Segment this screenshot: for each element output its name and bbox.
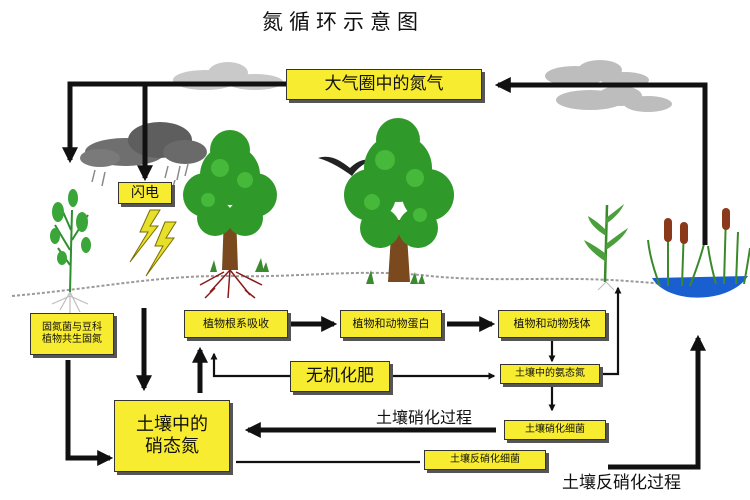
bird-icon bbox=[318, 156, 372, 176]
node-nitrogen-fixation-line1: 固氮菌与豆科 bbox=[42, 322, 102, 333]
node-soil-nitrate-line1: 土壤中的 bbox=[136, 414, 208, 436]
node-inorganic-fertilizer: 无机化肥 bbox=[290, 361, 390, 392]
node-nitrogen-fixation: 固氮菌与豆科 植物共生固氮 bbox=[30, 313, 114, 355]
label-denitrification-process: 土壤反硝化过程 bbox=[562, 473, 681, 493]
arrow-fertilizer-to-root bbox=[210, 352, 290, 378]
reed-plant-icon bbox=[647, 208, 750, 287]
node-soil-nitrate-line2: 硝态氮 bbox=[145, 436, 199, 457]
arrow-fixation-to-nitrate bbox=[65, 360, 114, 467]
ground-surface bbox=[11, 271, 669, 297]
arrow-ammonium-to-plant bbox=[600, 286, 622, 376]
node-lightning: 闪电 bbox=[118, 182, 172, 204]
node-atmospheric-nitrogen: 大气圈中的氮气 bbox=[286, 69, 482, 100]
cloud-icon bbox=[545, 60, 672, 112]
thin-arrows bbox=[210, 286, 622, 464]
plant-icon bbox=[584, 204, 628, 291]
diagram-title: 氮循环示意图 bbox=[262, 10, 424, 34]
tree-icon bbox=[183, 130, 277, 299]
arrow-denitrifying-to-wetland bbox=[608, 334, 707, 470]
node-nitrogen-fixation-line2: 植物共生固氮 bbox=[42, 334, 102, 345]
node-root-absorption: 植物根系吸收 bbox=[184, 310, 288, 338]
flow-arrows bbox=[61, 76, 708, 470]
node-plant-animal-protein: 植物和动物蛋白 bbox=[340, 310, 442, 338]
water-pond bbox=[652, 276, 748, 298]
node-nitrifying-bacteria: 土壤硝化细菌 bbox=[504, 420, 606, 440]
arrow-atmosphere-to-plant bbox=[61, 81, 286, 164]
tree-icon bbox=[344, 118, 454, 284]
node-soil-nitrate: 土壤中的 硝态氮 bbox=[114, 400, 230, 472]
node-soil-ammonium: 土壤中的氨态氮 bbox=[500, 364, 600, 384]
node-plant-animal-remains: 植物和动物残体 bbox=[498, 310, 606, 338]
plant-icon bbox=[50, 189, 91, 314]
lightning-icon bbox=[129, 209, 177, 277]
node-denitrifying-bacteria: 土壤反硝化细菌 bbox=[424, 450, 546, 470]
arrow-wetland-to-atmosphere bbox=[494, 76, 708, 245]
label-nitrification-process: 土壤硝化过程 bbox=[376, 408, 473, 427]
